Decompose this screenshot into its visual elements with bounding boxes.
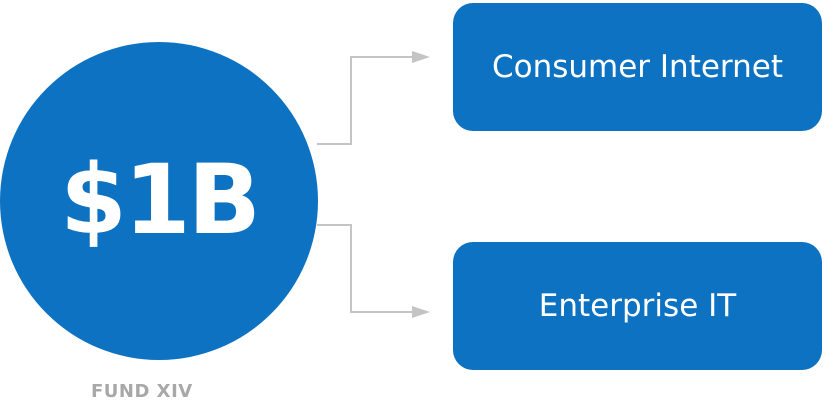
segment-enterprise-it: Enterprise IT	[453, 242, 822, 370]
segment-label: Consumer Internet	[491, 48, 784, 85]
arrow-right-icon	[412, 51, 430, 63]
connector-to-enterprise-it	[317, 224, 414, 313]
fund-label: FUND XIV	[91, 381, 193, 402]
segment-label: Enterprise IT	[538, 287, 737, 324]
arrow-right-icon	[412, 306, 430, 318]
segment-consumer-internet: Consumer Internet	[453, 3, 822, 131]
fund-amount: $1B	[60, 144, 261, 256]
fund-circle: $1B	[0, 42, 318, 360]
connector-to-consumer-internet	[317, 56, 414, 145]
